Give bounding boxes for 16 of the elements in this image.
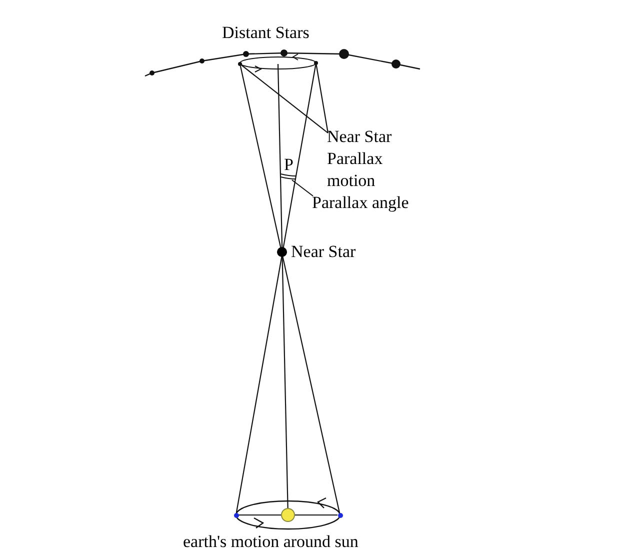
heading-label: Distant Stars [222,22,310,44]
sight-line [277,64,288,508]
sight-line [240,66,340,513]
orbit-diameter-line [295,514,338,516]
angle-label: P [284,154,294,176]
callout-text: Parallax angle [312,192,442,214]
leader-line [316,64,329,134]
star-label: Near Star [291,241,356,263]
leader-line [241,64,328,134]
apparent-star-position [314,61,318,65]
apparent-star-position [238,62,242,66]
orbit-diameter-line [238,514,281,516]
leader-line [292,180,314,196]
callout-text: Near Star Parallax motion [327,126,427,192]
sight-line [236,64,316,513]
caption-label: earth's motion around sun [183,531,358,553]
